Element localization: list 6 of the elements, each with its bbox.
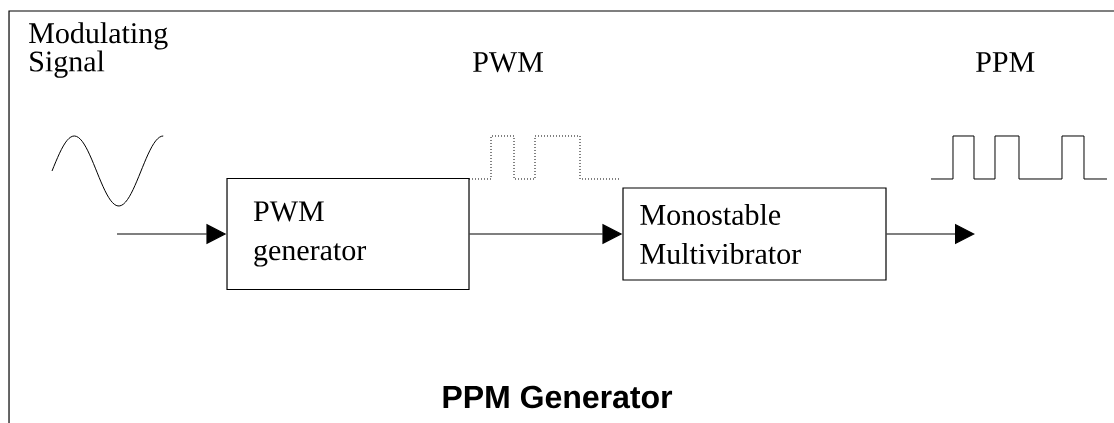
process-box: Monostable Multivibrator: [622, 187, 887, 281]
signal-label: PPM: [976, 52, 1035, 72]
signal-label: PWM: [473, 52, 543, 73]
title: PPM Generator: [443, 385, 673, 409]
signal-label: Modulating Signal: [29, 22, 168, 78]
process-box: PWM generator: [226, 177, 470, 291]
